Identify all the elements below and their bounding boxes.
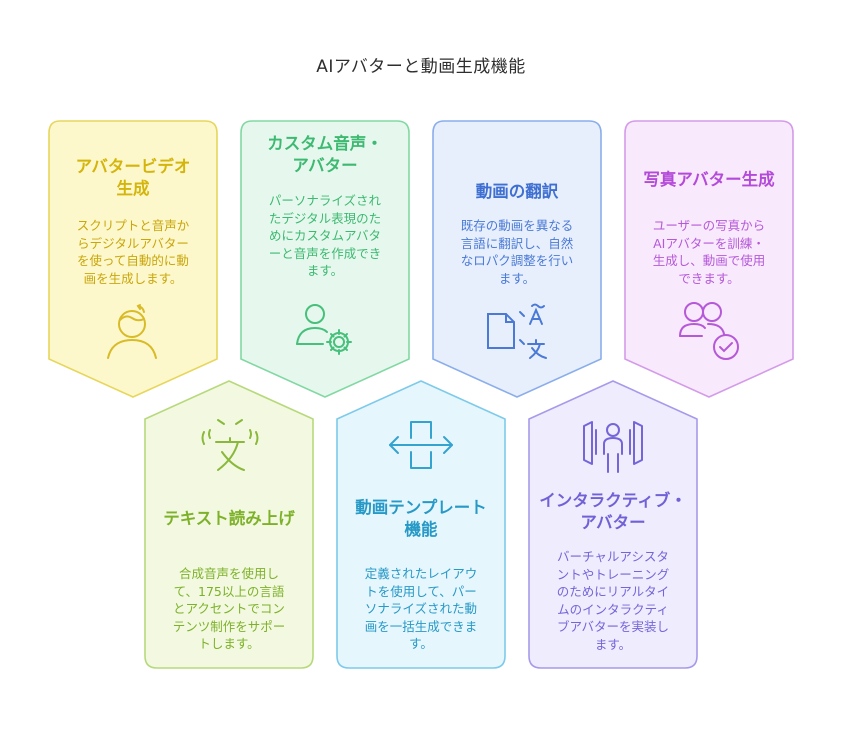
card-desc-translation: 既存の動画を異なる 言語に翻訳し、自然 なロパク調整を行い ます。 <box>460 218 574 286</box>
card-title-avatar-video: アバタービデオ 生成 <box>75 157 191 198</box>
translate-icon <box>487 303 547 359</box>
card-desc-photo-avatar: ユーザーの写真から AIアバターを訓練・ 生成し、動画で使用 できます。 <box>652 218 766 286</box>
users-check-icon <box>679 302 739 360</box>
card-desc-interactive: バーチャルアシスタ ントやトレーニング のためにリアルタイ ムのインタラクティ … <box>556 549 670 652</box>
avatar-face-icon <box>107 304 157 359</box>
card-desc-custom-voice: パーソナライズされ たデジタル表現のた めにカスタムアバタ ーと音声を作成でき … <box>268 193 382 278</box>
card-title-custom-voice: カスタム音声・ アバター <box>267 134 383 175</box>
card-shape-photo-avatar <box>624 120 794 398</box>
interactive-person-icon <box>583 421 643 473</box>
card-shape-tts <box>144 380 314 669</box>
card-title-translation: 動画の翻訳 <box>475 182 559 201</box>
card-shape-template <box>336 380 506 669</box>
user-gear-icon <box>296 304 352 355</box>
card-shape-translation <box>432 120 602 398</box>
card-shape-interactive <box>528 380 698 669</box>
card-title-tts: テキスト読み上げ <box>163 509 295 528</box>
speech-text-icon <box>201 419 259 471</box>
card-shape-avatar-video <box>48 120 218 398</box>
card-title-photo-avatar: 写真アバター生成 <box>643 170 775 189</box>
card-title-interactive: インタラクティブ・ アバター <box>539 491 687 532</box>
card-title-template: 動画テンプレート 機能 <box>355 498 487 539</box>
card-desc-avatar-video: スクリプトと音声か らデジタルアバター を使って自動的に動 画を生成します。 <box>76 218 190 286</box>
card-desc-template: 定義されたレイアウ トを使用して、パー ソナライズされた動 画を一括生成できま … <box>364 566 478 651</box>
card-shape-custom-voice <box>240 120 410 398</box>
card-desc-tts: 合成音声を使用し て、175以上の言語 とアクセントでコン テンツ制作をサポー … <box>172 566 286 651</box>
page-title: AIアバターと動画生成機能 <box>316 57 526 77</box>
template-arrows-icon <box>389 421 453 469</box>
